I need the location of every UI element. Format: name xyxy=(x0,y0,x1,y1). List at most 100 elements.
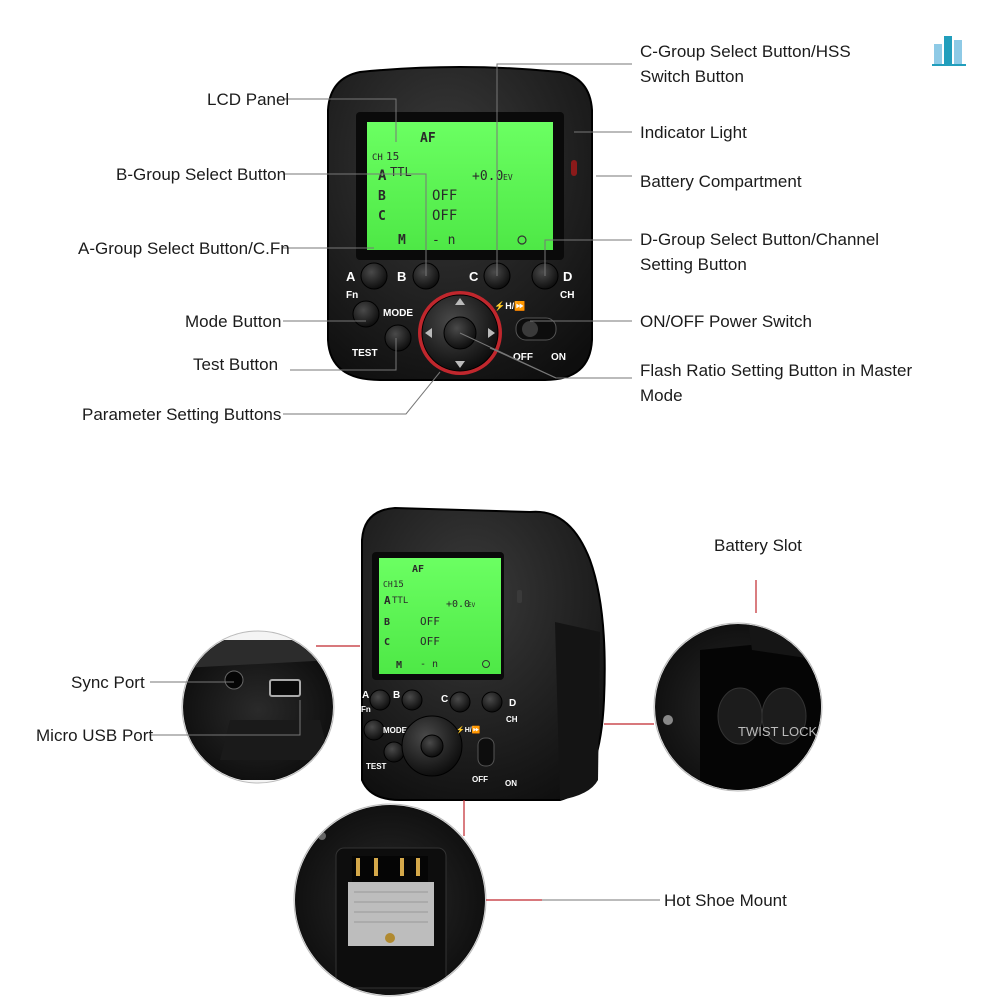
lcd3-ttl: TTL xyxy=(392,596,408,606)
key3-fn: Fn xyxy=(361,705,371,714)
mode-button[interactable] xyxy=(352,300,380,328)
dial-right-icon xyxy=(488,328,495,338)
lcd-c-val: OFF xyxy=(432,208,457,224)
key3-off: OFF xyxy=(472,775,488,784)
brand-logo xyxy=(928,30,972,72)
test-button-3q[interactable] xyxy=(383,741,405,763)
label-power-switch: ON/OFF Power Switch xyxy=(640,312,812,331)
label-lcd-panel: LCD Panel xyxy=(207,90,290,109)
label-sync-port: Sync Port xyxy=(71,673,145,692)
bottom-label-lines xyxy=(150,681,660,901)
battery-inset: TWIST LOCK xyxy=(653,622,823,792)
hot-shoe-inset xyxy=(293,803,487,997)
lcd-a: A xyxy=(378,168,387,184)
key-b: B xyxy=(397,269,406,284)
key-off: OFF xyxy=(513,352,533,363)
label-flash-ratio-2: Mode xyxy=(640,386,683,405)
lcd3-m: M xyxy=(396,660,402,671)
key3-ch: CH xyxy=(506,715,518,724)
lcd-m-val: - n xyxy=(432,233,455,248)
lcd3-ev-unit: EV xyxy=(468,602,476,609)
key3-a: A xyxy=(362,690,369,701)
power-switch-knob xyxy=(522,321,538,337)
label-flash-ratio-1: Flash Ratio Setting Button in Master xyxy=(640,361,913,380)
lcd3-af: AF xyxy=(412,564,424,575)
dial-up-icon xyxy=(455,298,465,305)
label-battery-slot: Battery Slot xyxy=(714,536,802,555)
d-button-3q[interactable] xyxy=(481,691,503,713)
label-parameter-buttons: Parameter Setting Buttons xyxy=(82,405,282,424)
lcd3-ch-num: 15 xyxy=(393,580,404,590)
label-indicator-light: Indicator Light xyxy=(640,123,747,142)
power-switch-3q[interactable] xyxy=(477,737,495,767)
bulb-icon xyxy=(517,235,527,245)
lcd-ttl: TTL xyxy=(390,165,412,179)
usb-port xyxy=(269,679,301,697)
key3-mode: MODE xyxy=(383,726,408,735)
label-d-group-2: Setting Button xyxy=(640,255,747,274)
key-mode: MODE xyxy=(383,308,413,319)
label-a-group: A-Group Select Button/C.Fn xyxy=(78,239,290,258)
building-icon xyxy=(932,36,966,66)
indicator-light-3q xyxy=(517,590,522,603)
lcd-ev-unit: EV xyxy=(503,173,513,182)
lcd3-m-val: - n xyxy=(420,659,438,670)
lcd-ev: +0.0 xyxy=(472,169,503,184)
test-button[interactable] xyxy=(384,324,412,352)
label-battery-compartment: Battery Compartment xyxy=(640,172,802,191)
label-d-group-1: D-Group Select Button/Channel xyxy=(640,230,880,249)
dial-down-icon xyxy=(455,361,465,368)
label-c-group-2: Switch Button xyxy=(640,67,744,86)
key-ch: CH xyxy=(560,290,574,301)
top-leader-lines xyxy=(283,63,632,415)
dial-left-icon xyxy=(425,328,432,338)
sync-port-jack xyxy=(224,670,244,690)
lcd3-ev: +0.0 xyxy=(446,599,470,610)
lcd-c: C xyxy=(378,209,386,224)
a-button-3q[interactable] xyxy=(369,689,391,711)
key-a: A xyxy=(346,269,356,284)
lcd-b-val: OFF xyxy=(432,188,457,204)
port-inset xyxy=(181,630,335,784)
bottom-leader-lines xyxy=(316,580,757,901)
battery-door xyxy=(555,622,600,800)
a-group-button[interactable] xyxy=(360,262,388,290)
lcd3-b: B xyxy=(384,617,390,628)
c-button-3q[interactable] xyxy=(449,691,471,713)
lcd3-c: C xyxy=(384,637,390,648)
key3-test: TEST xyxy=(366,762,387,771)
lcd-af: AF xyxy=(420,131,436,146)
key-on: ON xyxy=(551,352,566,363)
key3-c: C xyxy=(441,694,448,705)
lcd3-c-val: OFF xyxy=(420,635,440,648)
lcd3-b-val: OFF xyxy=(420,615,440,628)
b-button-3q[interactable] xyxy=(401,689,423,711)
label-micro-usb: Micro USB Port xyxy=(36,726,154,745)
label-c-group-1: C-Group Select Button/HSS xyxy=(640,42,851,61)
key3-on: ON xyxy=(505,779,517,788)
lcd-panel xyxy=(367,122,553,250)
dial-center-3q[interactable] xyxy=(420,734,444,758)
key3-b: B xyxy=(393,690,400,701)
key-hss: ⚡H/⏩ xyxy=(494,300,525,312)
key-d: D xyxy=(563,269,572,284)
bottom-device: AF CH 15 A TTL +0.0 EV B OFF C OFF M - n… xyxy=(361,506,606,801)
key3-hss: ⚡H/⏩ xyxy=(456,725,481,734)
lcd-b: B xyxy=(378,189,386,204)
indicator-light xyxy=(571,160,577,176)
key-test: TEST xyxy=(352,348,378,359)
mode-button-3q[interactable] xyxy=(363,719,385,741)
lcd-ch: CH xyxy=(372,153,383,163)
lcd-panel-3q xyxy=(379,558,501,674)
label-mode-button: Mode Button xyxy=(185,312,282,331)
bulb-icon-3q xyxy=(482,660,490,668)
twist-lock-text: TWIST LOCK xyxy=(738,724,818,739)
label-test-button: Test Button xyxy=(193,355,279,374)
key3-d: D xyxy=(509,698,516,709)
label-hot-shoe: Hot Shoe Mount xyxy=(664,891,787,910)
lcd-ch-num: 15 xyxy=(386,150,399,163)
lcd3-a: A xyxy=(384,594,391,607)
lcd-m: M xyxy=(398,233,406,248)
key-fn: Fn xyxy=(346,290,358,301)
